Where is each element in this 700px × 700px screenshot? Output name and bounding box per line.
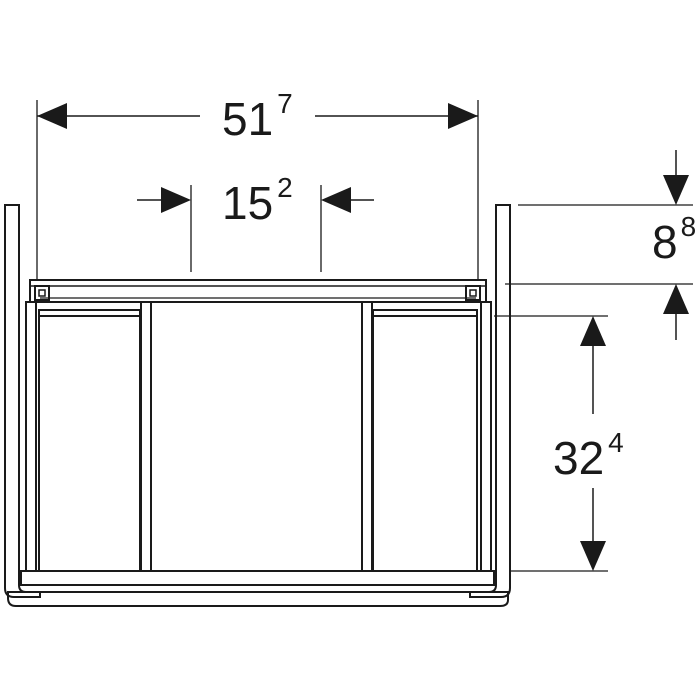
left-side-panel: [4, 204, 41, 598]
arrow-left-icon: [321, 187, 351, 213]
left-divider: [140, 301, 152, 572]
drawer-frame: [25, 301, 492, 572]
arrow-up-icon: [580, 316, 606, 346]
right-compartment: [372, 309, 478, 572]
right-hanger-bracket: [465, 285, 481, 301]
arrow-right-icon: [161, 187, 191, 213]
extension-lines: [36, 100, 693, 572]
top-rail: [29, 279, 487, 303]
arrow-up-icon: [663, 284, 689, 314]
arrow-down-icon: [580, 541, 606, 571]
base-plinth: [7, 591, 509, 607]
middle-compartment: [150, 301, 363, 572]
arrow-down-icon: [663, 175, 689, 205]
cabinet-outline: [4, 204, 511, 607]
right-divider: [361, 301, 373, 572]
arrow-right-icon: [448, 103, 478, 129]
right-side-panel: [469, 204, 511, 598]
left-hanger-bracket: [34, 285, 50, 301]
left-compartment: [38, 309, 141, 572]
bottom-shelf: [20, 570, 495, 586]
arrow-left-icon: [37, 103, 67, 129]
